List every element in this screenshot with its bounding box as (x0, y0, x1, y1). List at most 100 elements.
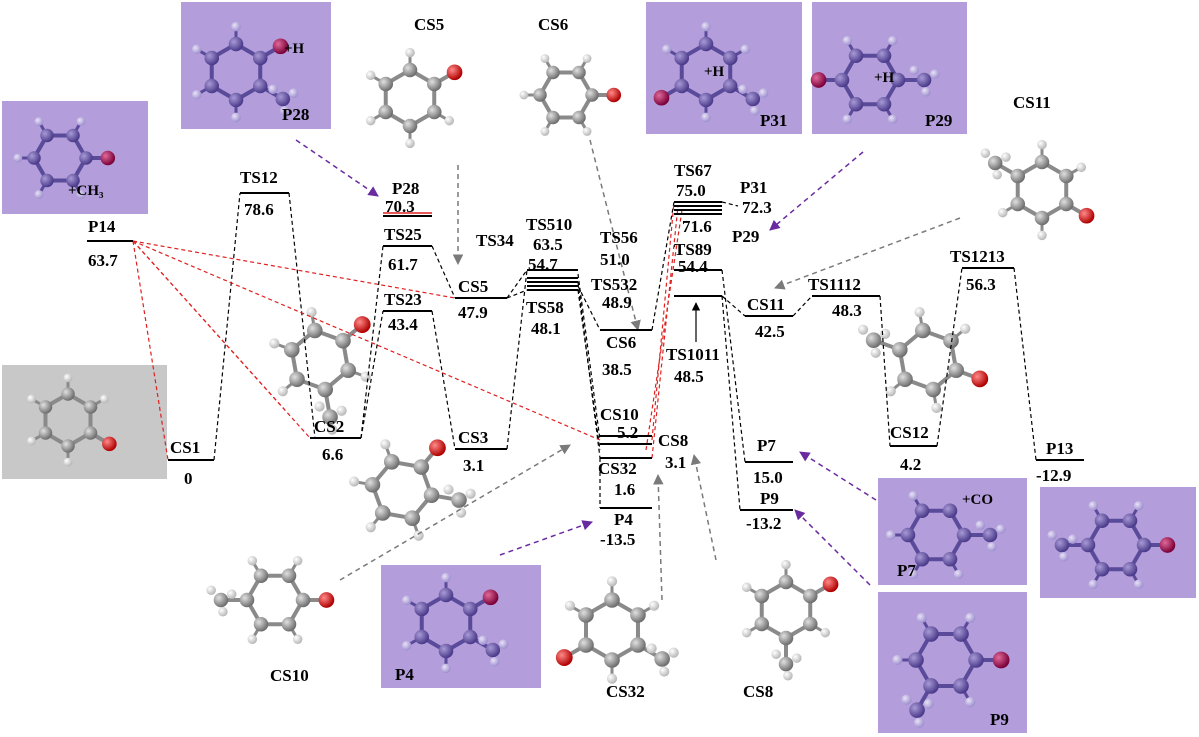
arrow-p9-inset (794, 509, 871, 586)
molecule-p29 (810, 35, 940, 125)
inset-p29-extra: +H (874, 70, 895, 86)
molecule-p14 (13, 117, 116, 199)
inset-p31-bg (646, 2, 802, 134)
molecule-labels: CS5 CS6 CS11 CS10 CS32 CS8 (270, 15, 1051, 701)
level-label-ts532: TS532 (591, 275, 637, 294)
level-label-ts67: TS67 (674, 161, 712, 180)
level-value-p4: -13.5 (600, 530, 635, 549)
level-label-cs1: CS1 (170, 438, 200, 457)
molecule-cs5 (365, 47, 463, 149)
inset-p29-name: P29 (925, 111, 952, 130)
level-label-ts1213: TS1213 (950, 247, 1005, 266)
level-label-cs2: CS2 (314, 417, 344, 436)
level-value-ts89: 54.4 (678, 257, 708, 276)
level-ts1011: TS1011 48.5 (666, 295, 722, 386)
level-label-p7: P7 (757, 436, 776, 455)
level-label-cs12: CS12 (890, 423, 929, 442)
connector-ts25-cs5 (431, 245, 456, 299)
mol-label-cs6: CS6 (538, 15, 568, 34)
red-p14-cs10 (132, 240, 601, 441)
level-label-cs10: CS10 (600, 405, 639, 424)
connector-cs2-ts25 (360, 245, 384, 439)
level-value-ts23: 43.4 (388, 315, 418, 334)
level-value-p13: -12.9 (1036, 466, 1071, 485)
red-cs32-ts67 (651, 205, 679, 459)
inset-p4-name: P4 (395, 665, 414, 684)
level-label-p28: P28 (392, 179, 419, 198)
inset-cs1-bg (2, 365, 167, 479)
molecule-cs10 (206, 555, 335, 645)
molecule-cs8 (741, 559, 839, 681)
molecule-cs32 (555, 576, 679, 684)
inset-p28-extra: +H (284, 41, 305, 57)
red-cs10-ts67 (651, 201, 675, 441)
connector-ts1011-cs11 (721, 295, 746, 317)
level-label-cs32: CS32 (598, 459, 637, 478)
molecule-p28 (191, 21, 299, 123)
level-label-ts510: TS510 (526, 215, 572, 234)
level-label-p14: P14 (88, 217, 116, 236)
mol-label-cs10: CS10 (270, 666, 309, 685)
molecule-layer (13, 21, 1176, 728)
level-label-p13: P13 (1046, 439, 1073, 458)
connector-ts1213-p13 (1013, 267, 1037, 461)
level-label-cs3: CS3 (458, 428, 488, 447)
molecule-p9 (892, 612, 1010, 728)
level-label-ts58: TS58 (526, 298, 564, 317)
connector-ts58-cs8 (577, 289, 601, 451)
arrow-p29-inset (769, 151, 864, 231)
connector-ts1112-cs12 (879, 295, 891, 447)
connector-ts56-cs6 (577, 285, 601, 331)
connector-cs12-ts1213 (936, 267, 963, 447)
level-value-p7: 15.0 (753, 468, 783, 487)
connector-cs5-ts58 (506, 289, 528, 299)
level-value-p31: 72.3 (742, 198, 772, 217)
level-label-ts34: TS34 (476, 231, 514, 250)
red-p14-mid (132, 240, 286, 411)
arrow-p7-inset (799, 451, 877, 501)
level-ts34v: 54.7 (528, 255, 558, 274)
level-value-cs2: 6.6 (322, 445, 343, 464)
mol-label-cs32: CS32 (606, 682, 645, 701)
red-pathways (132, 201, 683, 461)
annotation-arrows (295, 139, 961, 601)
level-value-cs8: 3.1 (665, 453, 686, 472)
level-value-cs6: 38.5 (602, 360, 632, 379)
level-label-p31: P31 (740, 178, 767, 197)
level-label-ts1011: TS1011 (666, 345, 720, 364)
level-value-ts1011: 48.5 (674, 367, 704, 386)
level-value-ts1213: 56.3 (966, 275, 996, 294)
connector-cs2-ts23 (360, 310, 384, 439)
arrow-p28-inset (295, 139, 379, 197)
level-value-ts510: 63.5 (533, 235, 563, 254)
inset-p7-name: P7 (897, 561, 916, 580)
level-cs1: CS1 0 (168, 438, 214, 488)
molecule-cs2 (269, 307, 371, 435)
level-p13: P13 -12.9 (1036, 439, 1084, 485)
red-cs8-ts67 (645, 209, 683, 451)
level-label-cs5: CS5 (458, 277, 488, 296)
level-p14: P14 63.7 (87, 217, 133, 270)
level-label-p4: P4 (614, 510, 633, 529)
level-value-p14: 63.7 (88, 251, 118, 270)
level-value-cs1: 0 (184, 469, 193, 488)
level-label-cs8: CS8 (658, 431, 688, 450)
level-ts1213: TS1213 56.3 (950, 247, 1014, 294)
molecule-p31 (653, 21, 769, 123)
level-value-ts67: 75.0 (676, 181, 706, 200)
molecule-cs3 (349, 439, 476, 541)
level-p9: P9-13.2 (740, 489, 793, 533)
level-value-cs3: 3.1 (463, 456, 484, 475)
level-label-ts56: TS56 (600, 228, 638, 247)
level-value-p28: 70.3 (385, 197, 415, 216)
